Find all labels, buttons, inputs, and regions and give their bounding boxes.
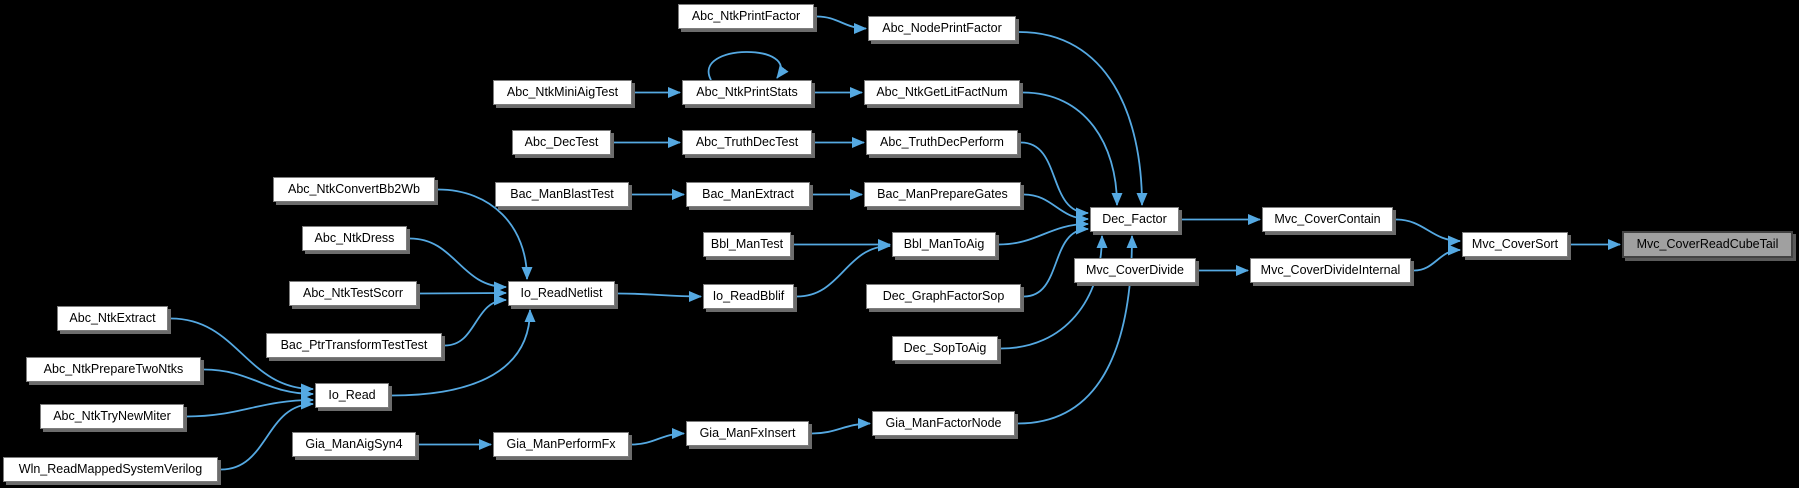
edge-mvc_coverdivideinternal-to-mvc_coversort: [1413, 244, 1461, 272]
node-mvc_coverdivideinternal[interactable]: Mvc_CoverDivideInternal: [1250, 258, 1411, 283]
node-label: Mvc_CoverSort: [1471, 237, 1559, 252]
node-mvc_coverreadcubetail: Mvc_CoverReadCubeTail: [1622, 231, 1793, 258]
node-abc_ntkconvertbb2wb[interactable]: Abc_NtkConvertBb2Wb: [273, 177, 435, 202]
node-wln_readmappedsystemverilog[interactable]: Wln_ReadMappedSystemVerilog: [3, 457, 218, 482]
node-bac_ptrtransformtesttest[interactable]: Bac_PtrTransformTestTest: [266, 333, 442, 358]
edge-abc_ntkconvertbb2wb-to-io_readnetlist: [437, 188, 533, 280]
node-label: Wln_ReadMappedSystemVerilog: [18, 462, 203, 477]
node-bbl_mantest[interactable]: Bbl_ManTest: [703, 232, 791, 257]
node-label: Dec_GraphFactorSop: [882, 289, 1005, 304]
node-label: Abc_NtkPrintFactor: [691, 9, 801, 24]
node-label: Mvc_CoverDivideInternal: [1260, 263, 1401, 278]
node-label: Abc_NtkExtract: [69, 311, 156, 326]
edge-abc_ntkprintstats-to-abc_ntkprintstats: [707, 51, 789, 81]
node-abc_ntktrynewmiter[interactable]: Abc_NtkTryNewMiter: [40, 404, 184, 429]
node-label: Abc_NtkDress: [314, 231, 395, 246]
edge-io_readnetlist-to-io_readbblif: [617, 290, 702, 302]
edge-io_readbblif-to-bbl_mantoaig: [796, 240, 891, 298]
node-abc_ntktestscorr[interactable]: Abc_NtkTestScorr: [289, 281, 417, 306]
node-dec_soptoaig[interactable]: Dec_SopToAig: [892, 336, 998, 361]
node-label: Mvc_CoverDivide: [1086, 263, 1184, 278]
node-label: Io_Read: [328, 388, 376, 403]
node-bac_manblasttest[interactable]: Bac_ManBlastTest: [495, 182, 629, 207]
edge-mvc_covercontain-to-mvc_coversort: [1395, 218, 1461, 247]
node-label: Dec_Factor: [1102, 212, 1167, 227]
node-gia_manaigsyn4[interactable]: Gia_ManAigSyn4: [292, 432, 416, 457]
node-abc_truthdecperform[interactable]: Abc_TruthDecPerform: [866, 130, 1018, 155]
node-gia_manfxinsert[interactable]: Gia_ManFxInsert: [686, 421, 809, 446]
edge-abc_ntkdress-to-io_readnetlist: [409, 237, 507, 293]
node-dec_factor[interactable]: Dec_Factor: [1090, 207, 1179, 232]
node-abc_ntkprintfactor[interactable]: Abc_NtkPrintFactor: [678, 4, 814, 29]
node-label: Mvc_CoverContain: [1274, 212, 1381, 227]
edge-abc_ntktrynewmiter-to-io_read: [186, 394, 314, 418]
edge-dec_graphfactorsop-to-dec_factor: [1023, 223, 1089, 298]
edge-abc_ntkextract-to-io_read: [170, 317, 314, 395]
edge-abc_ntktestscorr-to-io_readnetlist: [419, 287, 507, 299]
edge-gia_manfxinsert-to-gia_manfactornode: [811, 418, 871, 435]
node-label: Abc_NtkTestScorr: [302, 286, 404, 301]
node-label: Abc_NtkPrintStats: [696, 85, 798, 100]
node-abc_truthdectest[interactable]: Abc_TruthDecTest: [682, 130, 812, 155]
node-label: Mvc_CoverReadCubeTail: [1636, 237, 1779, 252]
node-label: Gia_ManFxInsert: [699, 426, 796, 441]
node-label: Abc_NtkConvertBb2Wb: [287, 182, 420, 197]
node-label: Bac_ManExtract: [702, 187, 794, 202]
edge-abc_nodeprintfactor-to-dec_factor: [1018, 31, 1148, 206]
node-label: Bac_ManBlastTest: [510, 187, 614, 202]
node-label: Abc_NodePrintFactor: [882, 21, 1002, 36]
node-label: Gia_ManFactorNode: [885, 416, 1002, 431]
node-abc_ntkgetlitfactnum[interactable]: Abc_NtkGetLitFactNum: [864, 80, 1020, 105]
node-io_readbblif[interactable]: Io_ReadBblif: [703, 284, 794, 309]
node-abc_ntkprintstats[interactable]: Abc_NtkPrintStats: [682, 80, 812, 105]
edge-bac_manpreparegates-to-dec_factor: [1023, 193, 1089, 225]
node-label: Abc_NtkPrepareTwoNtks: [43, 362, 184, 377]
node-mvc_covercontain[interactable]: Mvc_CoverContain: [1262, 207, 1393, 232]
node-label: Bac_ManPrepareGates: [877, 187, 1008, 202]
edge-dec_soptoaig-to-dec_factor: [1000, 235, 1108, 350]
edge-abc_ntkgetlitfactnum-to-dec_factor: [1022, 91, 1123, 206]
node-label: Io_ReadNetlist: [520, 286, 603, 301]
node-bbl_mantoaig[interactable]: Bbl_ManToAig: [892, 232, 996, 257]
node-abc_nodeprintfactor[interactable]: Abc_NodePrintFactor: [868, 16, 1016, 41]
node-label: Abc_NtkMiniAigTest: [506, 85, 619, 100]
node-label: Abc_TruthDecPerform: [880, 135, 1004, 150]
node-gia_manfactornode[interactable]: Gia_ManFactorNode: [872, 411, 1015, 436]
node-mvc_coversort[interactable]: Mvc_CoverSort: [1462, 232, 1568, 257]
node-label: Abc_NtkTryNewMiter: [53, 409, 171, 424]
node-bac_manextract[interactable]: Bac_ManExtract: [686, 182, 810, 207]
node-bac_manpreparegates[interactable]: Bac_ManPrepareGates: [864, 182, 1021, 207]
node-label: Io_ReadBblif: [712, 289, 785, 304]
node-abc_ntkdress[interactable]: Abc_NtkDress: [302, 226, 407, 251]
node-io_read[interactable]: Io_Read: [315, 383, 389, 408]
node-label: Abc_DecTest: [524, 135, 599, 150]
node-mvc_coverdivide[interactable]: Mvc_CoverDivide: [1074, 258, 1196, 283]
node-label: Dec_SopToAig: [903, 341, 987, 356]
edge-bbl_mantoaig-to-dec_factor: [998, 218, 1089, 246]
node-label: Bac_PtrTransformTestTest: [280, 338, 428, 353]
node-abc_ntkpreparetwontks[interactable]: Abc_NtkPrepareTwoNtks: [26, 357, 201, 382]
node-label: Bbl_ManTest: [710, 237, 784, 252]
node-io_readnetlist[interactable]: Io_ReadNetlist: [508, 281, 615, 306]
edge-bac_ptrtransformtesttest-to-io_readnetlist: [444, 294, 507, 347]
edge-io_read-to-io_readnetlist: [391, 309, 536, 397]
node-label: Abc_TruthDecTest: [695, 135, 799, 150]
node-abc_dectest[interactable]: Abc_DecTest: [512, 130, 611, 155]
edge-abc_truthdecperform-to-dec_factor: [1020, 141, 1089, 219]
node-label: Abc_NtkGetLitFactNum: [876, 85, 1008, 100]
edge-abc_ntkpreparetwontks-to-io_read: [203, 368, 314, 400]
node-gia_manperformfx[interactable]: Gia_ManPerformFx: [493, 432, 629, 457]
node-label: Bbl_ManToAig: [903, 237, 985, 252]
node-label: Gia_ManPerformFx: [506, 437, 616, 452]
node-abc_ntkextract[interactable]: Abc_NtkExtract: [57, 306, 168, 331]
edge-wln_readmappedsystemverilog-to-io_read: [220, 398, 314, 471]
node-dec_graphfactorsop[interactable]: Dec_GraphFactorSop: [866, 284, 1021, 309]
edge-abc_ntkprintfactor-to-abc_nodeprintfactor: [816, 15, 867, 34]
edge-gia_manperformfx-to-gia_manfxinsert: [631, 428, 685, 446]
node-abc_ntkminiaigtest[interactable]: Abc_NtkMiniAigTest: [493, 80, 632, 105]
node-label: Gia_ManAigSyn4: [305, 437, 403, 452]
